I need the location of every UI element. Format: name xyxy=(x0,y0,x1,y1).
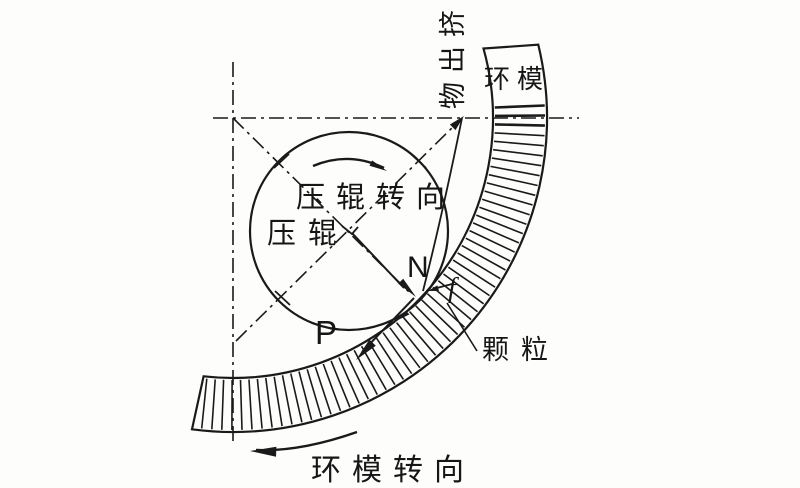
label-force-n: N xyxy=(407,251,429,284)
label-friction-f: f xyxy=(448,273,459,304)
die-hatch-line xyxy=(490,165,540,177)
die-hatch-line xyxy=(486,182,536,197)
die-hatch-line xyxy=(461,244,506,271)
pellet-leader-line xyxy=(446,302,478,352)
die-hatch-line xyxy=(402,316,437,356)
die-hatch-line xyxy=(493,140,544,147)
material-wedge-curve xyxy=(422,117,463,292)
die-hatch-line xyxy=(322,363,342,412)
die-hatch-line xyxy=(382,332,413,375)
die-hatch-line xyxy=(330,360,351,408)
die-hatch-line xyxy=(447,266,490,297)
circle-tick-upper-left xyxy=(273,153,290,169)
die-hatch-line xyxy=(457,252,501,280)
die-hatch-line xyxy=(415,305,452,343)
die-rotation-arrowhead xyxy=(250,446,277,457)
die-hatch-line xyxy=(273,376,283,427)
roller-rotation-arrowhead xyxy=(369,160,387,171)
label-pellet: 颗粒 xyxy=(482,335,560,365)
press-roller-circle xyxy=(248,130,450,332)
extrudate-pointer-arrowhead xyxy=(449,116,464,131)
label-die-rotation: 环模转向 xyxy=(311,454,475,487)
die-hatch-line xyxy=(200,378,208,429)
label-extrudate: 挤 出 物 xyxy=(438,10,468,109)
die-hatch-line xyxy=(488,173,538,187)
die-hatch-line xyxy=(476,214,524,235)
die-hatch-line xyxy=(493,148,543,157)
die-hatch-line xyxy=(395,322,429,363)
die-hatch-line xyxy=(494,104,545,109)
die-hatch-line xyxy=(298,371,313,421)
ring-die-band xyxy=(190,43,549,434)
die-hatch-line xyxy=(345,353,370,400)
die-hatch-line xyxy=(408,311,444,350)
die-hatch-line xyxy=(368,341,396,386)
force-p-mid-arrowhead xyxy=(398,311,410,320)
die-hatch-line xyxy=(421,299,459,336)
die-hatch-line xyxy=(239,379,243,430)
force-n-arrowhead xyxy=(398,278,416,297)
die-hatch-line xyxy=(452,259,496,288)
friction-f-arrowhead xyxy=(428,285,439,291)
die-hatch-line xyxy=(375,337,405,380)
label-extrudate-char-2: 出 xyxy=(438,46,468,73)
die-hatch-line xyxy=(281,375,293,425)
die-hatch-line xyxy=(494,123,545,127)
diagonal-centerline-2 xyxy=(235,118,462,342)
die-hatch-line xyxy=(472,222,520,244)
circle-tick-lower-left xyxy=(274,290,291,306)
die-hatching xyxy=(200,104,546,431)
die-hatch-line xyxy=(484,190,533,206)
label-extrudate-char-1: 挤 xyxy=(438,10,468,37)
die-hatch-line xyxy=(469,229,516,253)
label-extrudate-char-3: 物 xyxy=(438,82,468,109)
die-hatch-line xyxy=(353,349,379,395)
die-hatch-line xyxy=(256,378,263,429)
die-hatch-line xyxy=(481,198,530,216)
die-hatch-line xyxy=(290,373,303,423)
die-hatch-line xyxy=(389,327,421,369)
label-roller-rotation: 压辊转向 xyxy=(296,181,456,214)
die-hatch-line xyxy=(265,377,273,428)
die-hatch-line xyxy=(432,286,472,321)
die-hatch-line xyxy=(360,345,387,391)
label-press-roller: 压辊 xyxy=(267,217,349,250)
die-hatch-line xyxy=(494,132,545,137)
die-hatch-line xyxy=(443,273,485,305)
die-rotation-arrow xyxy=(255,430,358,452)
die-hatch-line xyxy=(211,379,216,430)
die-hatch-line xyxy=(465,237,511,262)
die-hatch-line xyxy=(248,379,253,430)
die-hatch-line xyxy=(221,379,225,430)
die-hatch-line xyxy=(306,369,323,418)
die-hatch-line xyxy=(338,357,360,404)
die-hatch-line xyxy=(491,157,542,167)
die-hatch-line xyxy=(479,206,527,225)
label-ring-die: 环模 xyxy=(484,64,550,94)
label-force-p: P xyxy=(315,314,337,351)
die-hatch-line xyxy=(314,366,332,415)
force-p-arrowhead xyxy=(356,339,376,360)
force-n-line xyxy=(351,232,405,289)
